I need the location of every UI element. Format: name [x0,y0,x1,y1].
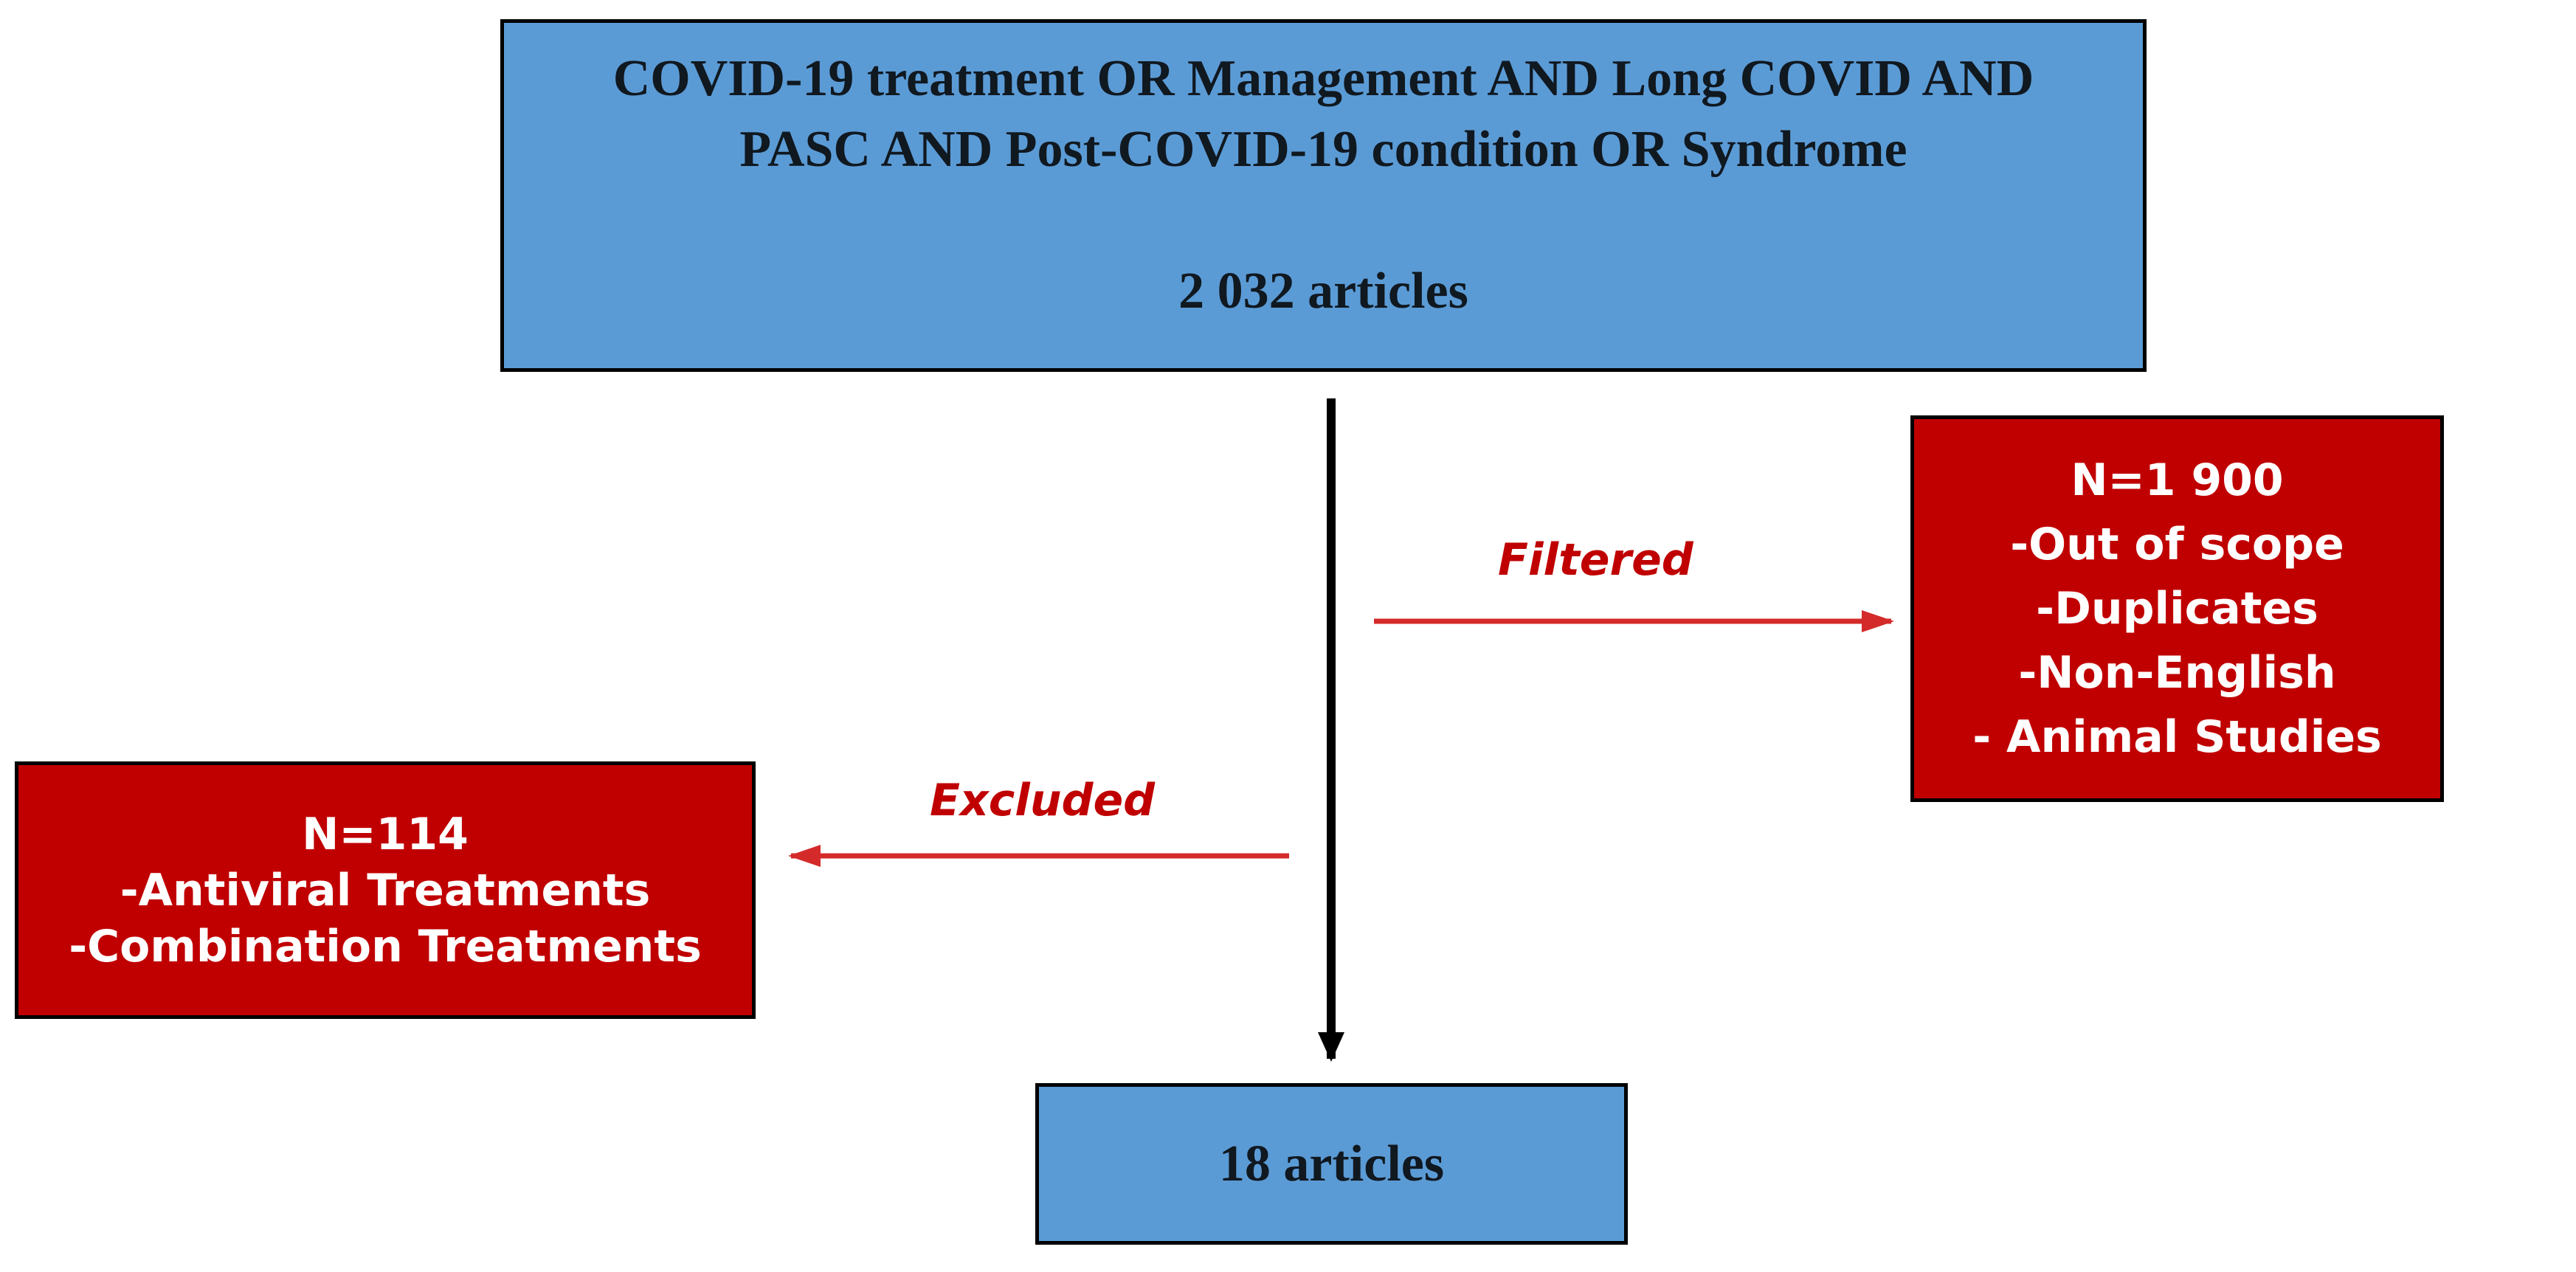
filtered-reason: -Non-English [2018,646,2336,699]
search-query-text: COVID-19 treatment OR Management AND Lon… [612,50,2034,178]
filtered-box: N=1 900 -Out of scope -Duplicates -Non-E… [1910,415,2444,802]
excluded-reason: -Antiviral Treatments [120,864,651,916]
filtered-reason: -Duplicates [2036,582,2318,635]
filtered-reason: - Animal Studies [1972,711,2382,763]
result-box: 18 articles [1035,1083,1628,1245]
initial-article-count: 2 032 articles [1178,263,1468,319]
final-article-count: 18 articles [1218,1135,1445,1192]
excluded-count: N=114 [302,808,469,860]
search-query-box: COVID-19 treatment OR Management AND Lon… [500,19,2147,372]
filtered-reason: -Out of scope [2010,518,2344,570]
filtered-label: Filtered [1498,534,1693,586]
excluded-reason: -Combination Treatments [69,920,702,972]
filtered-count: N=1 900 [2071,454,2284,506]
excluded-label: Excluded [930,775,1156,826]
excluded-box: N=114 -Antiviral Treatments -Combination… [15,761,756,1019]
